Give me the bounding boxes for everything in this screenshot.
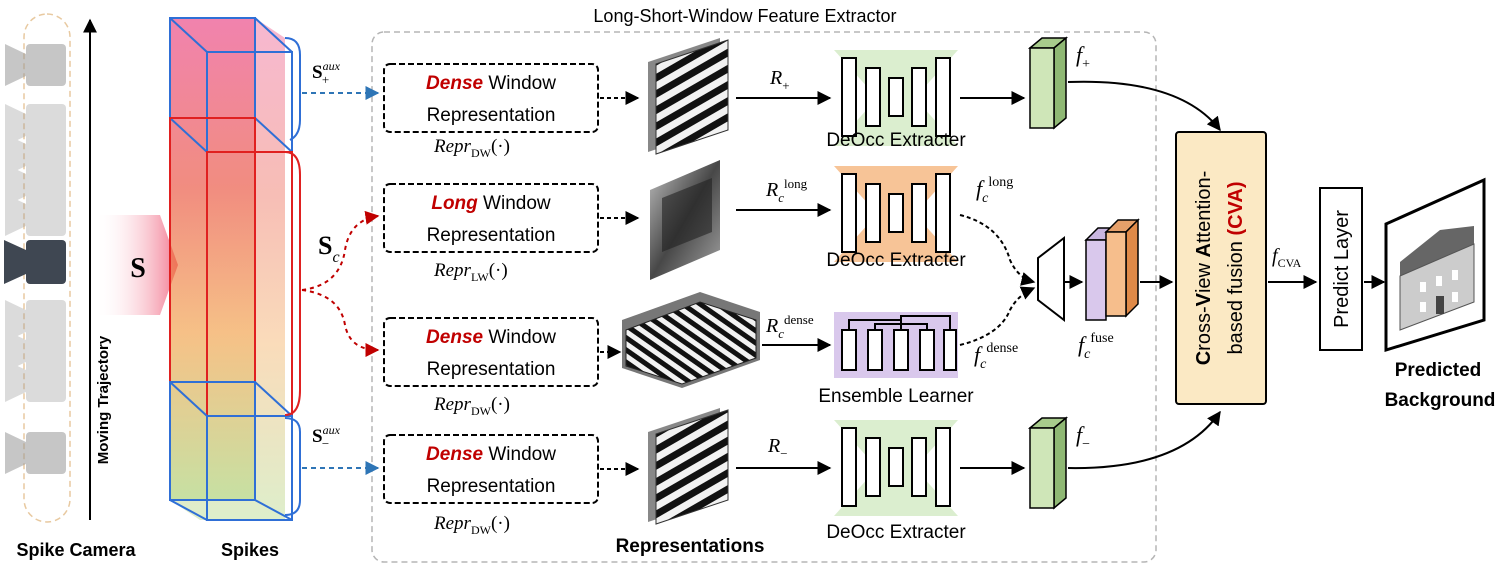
ensemble-label: Ensemble Learner xyxy=(818,386,974,407)
f-long-label: fclong xyxy=(976,175,1013,206)
repr-box-long: Long Window Representation ReprLW(·) xyxy=(383,183,599,284)
f-minus-label: f− xyxy=(1076,422,1090,452)
cva-line2: based fusion (CVA) xyxy=(1225,181,1247,354)
svg-text:ReprLW(·): ReprLW(·) xyxy=(433,260,508,284)
predicted-label-line2: Background xyxy=(1385,390,1496,411)
f-plus-label: f+ xyxy=(1076,42,1090,72)
f-fuse-label: fcfuse xyxy=(1078,331,1114,362)
deocc-label-top: DeOcc Extracter xyxy=(826,130,966,151)
repr-box-dense-center: Dense Window Representation ReprDW(·) xyxy=(383,317,599,418)
repr-box-dense-top: Dense Window Representation ReprDW(·) xyxy=(383,63,599,160)
svg-text:ReprDW(·): ReprDW(·) xyxy=(433,394,510,418)
deocc-label-long: DeOcc Extracter xyxy=(826,250,966,271)
arrow-dense-to-fuse xyxy=(959,286,1036,346)
arrow-long-to-fuse xyxy=(959,214,1036,286)
cva-line1: Cross-View Attention- xyxy=(1193,171,1215,366)
s-plus-aux-label: Saux+ xyxy=(312,59,341,87)
f-dense-label: fcdense xyxy=(974,341,1018,372)
predicted-background-image xyxy=(1384,177,1486,353)
r-plus-label: R+ xyxy=(769,67,790,93)
predicted-label-line1: Predicted xyxy=(1395,360,1482,381)
arrow-sc-dense xyxy=(301,289,380,357)
deocc-extracter-long xyxy=(834,166,958,262)
spike-camera-label: Spike Camera xyxy=(16,540,136,560)
ensemble-learner xyxy=(834,312,958,378)
svg-text:Long Window: Long Window xyxy=(431,193,551,214)
predict-layer: Predict Layer xyxy=(1319,187,1363,351)
cva-module: Cross-View Attention- based fusion (CVA) xyxy=(1175,131,1267,405)
representation-image-dense xyxy=(622,292,760,388)
aux-cube-bottom xyxy=(169,381,293,521)
svg-text:Dense Window: Dense Window xyxy=(426,327,556,348)
feature-block-plus xyxy=(1027,36,1069,130)
brace-bottom xyxy=(284,417,301,516)
deocc-label-bottom: DeOcc Extracter xyxy=(826,522,966,543)
feature-block-minus xyxy=(1027,416,1069,510)
representation-image-long xyxy=(650,160,720,280)
deocc-extracter-bottom xyxy=(834,420,958,516)
svg-text:Representation: Representation xyxy=(427,105,556,126)
svg-text:Representation: Representation xyxy=(427,359,556,380)
camera-ghost-bottom xyxy=(5,432,66,474)
brace-center xyxy=(284,151,301,416)
f-cva-label: fCVA xyxy=(1272,245,1302,270)
svg-text:ReprDW(·): ReprDW(·) xyxy=(433,513,510,537)
feature-block-fuse xyxy=(1084,218,1140,321)
camera-ghost-group-upper xyxy=(5,104,66,236)
spike-volume: Spikes xyxy=(169,17,293,560)
svg-text:Representation: Representation xyxy=(427,225,556,246)
brace-top xyxy=(284,37,301,141)
spike-camera-column: Moving Trajectory Spike Camera xyxy=(4,13,137,560)
spike-beam xyxy=(95,215,178,315)
r-long-label: Rclong xyxy=(765,176,808,205)
deocc-extracter-top xyxy=(834,50,958,146)
representations-label: Representations xyxy=(616,536,765,557)
spikes-label: Spikes xyxy=(221,540,279,560)
arrow-sc-long xyxy=(301,210,380,291)
r-dense-label: Rcdense xyxy=(765,312,814,341)
s-c-label: Sc xyxy=(318,231,340,266)
s-minus-aux-label: Saux− xyxy=(312,423,341,451)
arrow-f-plus-to-cva xyxy=(1067,80,1221,132)
representation-image-top xyxy=(648,38,729,155)
feature-extractor-frame xyxy=(371,31,1157,563)
svg-text:Dense Window: Dense Window xyxy=(426,73,556,94)
repr-box-dense-bottom: Dense Window Representation ReprDW(·) xyxy=(383,434,599,537)
camera-icon xyxy=(4,240,66,284)
extractor-title: Long-Short-Window Feature Extractor xyxy=(593,6,896,26)
camera-ghost-1 xyxy=(5,44,66,86)
trajectory-label: Moving Trajectory xyxy=(95,335,112,464)
fusion-merge-icon xyxy=(1037,235,1065,323)
r-minus-label: R− xyxy=(767,435,788,461)
svg-text:ReprDW(·): ReprDW(·) xyxy=(433,136,510,160)
camera-ghost-group-lower xyxy=(5,300,66,402)
input-s-symbol: S xyxy=(130,253,146,284)
svg-text:Representation: Representation xyxy=(427,476,556,497)
representation-image-bottom xyxy=(648,408,729,525)
arrow-f-minus-to-cva xyxy=(1067,410,1221,470)
svg-text:Dense Window: Dense Window xyxy=(426,444,556,465)
svg-text:Predict Layer: Predict Layer xyxy=(1331,210,1353,328)
